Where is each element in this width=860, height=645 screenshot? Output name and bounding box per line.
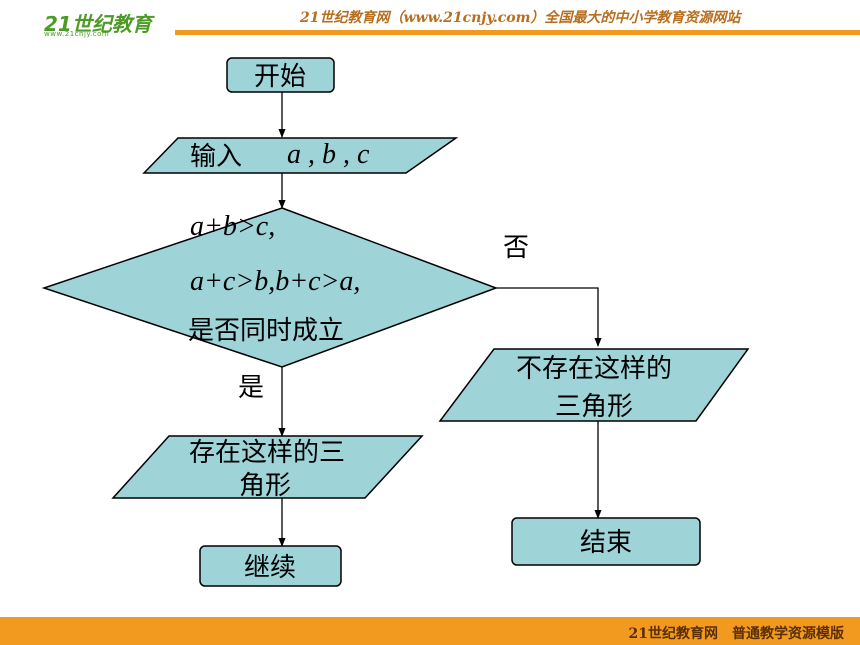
- site-logo-url: www.21cnjy.com: [44, 30, 110, 38]
- input-parallelogram: [142, 137, 459, 174]
- yes-output-line-1: 存在这样的三: [189, 438, 345, 468]
- header-area: 21世纪教育 www.21cnjy.com 21世纪教育网（www.21cnjy…: [0, 0, 860, 38]
- end-terminal: [511, 517, 701, 566]
- header-divider-bar: [175, 30, 860, 35]
- no-output-parallelogram: [438, 348, 750, 422]
- continue-label: 继续: [244, 553, 296, 583]
- start-terminal: [226, 57, 335, 93]
- decision-condition-1: a+b>c,: [190, 211, 275, 242]
- input-variables: a , b , c: [287, 139, 370, 170]
- continue-terminal: [199, 545, 342, 587]
- yes-branch-label: 是: [238, 373, 264, 403]
- input-label: 输入: [190, 142, 242, 172]
- no-branch-label: 否: [503, 233, 529, 263]
- yes-output-line-2: 角形: [239, 471, 291, 501]
- no-output-line-1: 不存在这样的: [516, 354, 672, 384]
- end-label: 结束: [580, 528, 632, 558]
- no-output-line-2: 三角形: [555, 392, 633, 422]
- connector-decision-no-output: [496, 287, 602, 347]
- start-label: 开始: [254, 62, 306, 92]
- footer-text: 21世纪教育网 普通教学资源模版: [628, 626, 844, 642]
- decision-condition-2: a+c>b,b+c>a,: [190, 266, 360, 297]
- footer-bar: 21世纪教育网 普通教学资源模版: [0, 617, 860, 645]
- site-logo[interactable]: 21世纪教育: [44, 12, 152, 36]
- site-slogan: 21世纪教育网（www.21cnjy.com）全国最大的中小学教育资源网站: [300, 10, 741, 26]
- decision-diamond: [41, 207, 499, 368]
- decision-question: 是否同时成立: [188, 316, 344, 346]
- yes-output-parallelogram: [111, 435, 424, 499]
